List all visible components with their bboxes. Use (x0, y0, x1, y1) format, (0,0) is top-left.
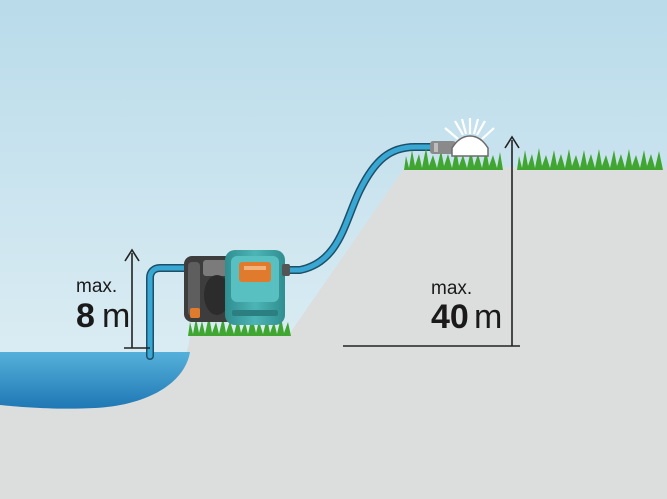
delivery-unit: m (474, 298, 502, 336)
grass-icon (188, 316, 291, 336)
suction-caption: max. (76, 276, 117, 297)
grass-icon (404, 148, 503, 170)
delivery-value: 40 (431, 298, 469, 336)
ground-hill (0, 167, 667, 499)
suction-unit: m (102, 297, 130, 335)
suction-height-arrow (124, 248, 150, 349)
grass-icon (517, 148, 663, 170)
delivery-height-arrow (343, 135, 520, 347)
sprinkler-icon (430, 118, 495, 157)
garden-pump-icon (184, 250, 290, 325)
water-icon (0, 352, 190, 409)
delivery-caption: max. (431, 278, 472, 299)
suction-value: 8 (76, 297, 95, 335)
